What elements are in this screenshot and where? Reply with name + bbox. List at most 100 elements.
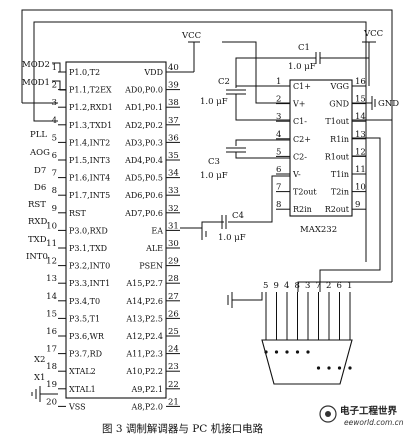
c1-value: 1.0 μF bbox=[288, 62, 316, 72]
db9-contact bbox=[348, 366, 352, 370]
c1-name: C1 bbox=[298, 43, 310, 53]
max232-pin-label: C2+ bbox=[293, 135, 311, 144]
signal-pll: PLL bbox=[30, 130, 47, 140]
mcu-pin-num: 35 bbox=[168, 151, 179, 161]
signal-rst: RST bbox=[28, 200, 46, 210]
capacitor-c1: C1 1.0 μF bbox=[235, 43, 369, 86]
db9-contact bbox=[327, 366, 331, 370]
mcu-pin-label: AD1,P0.1 bbox=[124, 103, 163, 112]
max232-pin-num: 5 bbox=[276, 147, 281, 157]
mcu-pin-num: 36 bbox=[168, 133, 179, 143]
mcu-pin-num: 30 bbox=[168, 239, 179, 249]
db9-contact bbox=[274, 350, 279, 354]
db9-pin-num: 9 bbox=[274, 281, 279, 291]
mcu-pin-num: 8 bbox=[52, 186, 57, 196]
mod1-wire bbox=[52, 80, 66, 91]
mcu-pin-label: P3.5,T1 bbox=[69, 314, 100, 323]
mcu-pin-label: AD3,P0.3 bbox=[124, 138, 163, 147]
max232-pin-num: 16 bbox=[355, 77, 366, 87]
mcu-pin-label: P1.2,RXD1 bbox=[69, 103, 113, 112]
mcu-pin-num: 15 bbox=[46, 309, 57, 319]
figure-caption: 图 3 调制解调器与 PC 机接口电路 bbox=[102, 422, 264, 435]
mcu-pin-num: 18 bbox=[46, 362, 57, 372]
max232-pin-num: 6 bbox=[276, 165, 281, 175]
mcu-pin-label: VDD bbox=[143, 68, 163, 77]
mod2-wire bbox=[52, 62, 66, 73]
watermark-text: 电子工程世界 bbox=[340, 405, 398, 417]
signal-int0: INT0 bbox=[26, 252, 48, 262]
mcu-pin-label: A12,P2.4 bbox=[125, 332, 163, 341]
max232-pin-label: R1in bbox=[330, 135, 349, 144]
capacitor-c2: C2 1.0 μF bbox=[200, 77, 290, 121]
vplus-wire bbox=[222, 41, 290, 104]
mcu-pin-num: 2 bbox=[52, 81, 57, 91]
mcu-pin-label: EA bbox=[151, 226, 163, 235]
mcu-pin-label: AD0,P0.0 bbox=[124, 86, 163, 95]
mcu-pin-label: XTAL2 bbox=[69, 367, 96, 376]
max232-vcc-symbol: VCC bbox=[362, 29, 383, 86]
mcu-pin-num: 14 bbox=[46, 292, 57, 302]
max232-pin-label: T1in bbox=[331, 170, 349, 179]
max232-name: MAX232 bbox=[300, 225, 337, 235]
max232-pin-num: 3 bbox=[276, 112, 281, 122]
tx-to-db9-wire bbox=[297, 281, 392, 292]
db9-pin-num: 2 bbox=[326, 281, 331, 291]
mcu-pin-label: A11,P2.3 bbox=[125, 350, 163, 359]
db9-pin-num: 1 bbox=[347, 281, 352, 291]
c3-name: C3 bbox=[208, 157, 220, 167]
mcu-pin-label: P3.1,TXD bbox=[69, 244, 107, 253]
mcu-pin-label: AD6,P0.6 bbox=[124, 191, 163, 200]
mcu-pin-num: 12 bbox=[46, 257, 57, 267]
mcu-pin-label: P1.5,INT3 bbox=[69, 156, 110, 165]
c4-value: 1.0 μF bbox=[218, 233, 246, 243]
mcu-pin-label: A9,P2.1 bbox=[130, 385, 163, 394]
mcu-pin-num: 10 bbox=[46, 221, 57, 231]
max232-pin-label: T2in bbox=[331, 188, 349, 197]
mcu-pin-label: A13,P2.5 bbox=[125, 314, 163, 323]
mcu-pin-label: P1.3,TXD1 bbox=[69, 121, 112, 130]
mcu-pin-label: RST bbox=[69, 209, 87, 218]
max232-pin-label: C1- bbox=[293, 117, 307, 126]
db9-pin-num: 8 bbox=[295, 281, 300, 291]
mcu-pin-label: A14,P2.6 bbox=[125, 297, 163, 306]
mcu-pin-label: P1.4,INT2 bbox=[69, 138, 110, 147]
mcu-pin-label: P3.2,INT0 bbox=[69, 262, 110, 271]
mcu-pin-num: 19 bbox=[46, 380, 57, 390]
mcu-vcc-label: VCC bbox=[181, 31, 201, 41]
max232-pin-label: T2out bbox=[293, 188, 317, 197]
c4-name: C4 bbox=[232, 211, 244, 221]
mcu-pin-num: 40 bbox=[168, 63, 179, 73]
db9-shell bbox=[261, 339, 353, 385]
signal-txd: TXD bbox=[28, 235, 47, 245]
mcu-pin-num: 27 bbox=[168, 292, 179, 302]
mcu-pin-label: A8,P2.0 bbox=[130, 402, 163, 411]
max232-pin-num: 10 bbox=[355, 183, 366, 193]
ea-wire bbox=[180, 221, 224, 229]
mcu-pin-label: XTAL1 bbox=[69, 385, 96, 394]
mcu-pin-label: P3.6,WR bbox=[69, 332, 105, 341]
mcu-pin-num: 23 bbox=[168, 362, 179, 372]
signal-d7: D7 bbox=[34, 166, 46, 176]
signal-mod1: MOD1 bbox=[22, 78, 50, 88]
max232-pin-num: 8 bbox=[276, 200, 281, 210]
mcu-pin-num: 24 bbox=[168, 345, 179, 355]
mcu-pin-num: 22 bbox=[168, 380, 179, 390]
signal-x2: X2 bbox=[34, 355, 45, 365]
max232-vcc-label: VCC bbox=[363, 29, 383, 39]
max232-pin-num: 1 bbox=[276, 77, 281, 87]
mcu-ground-symbol bbox=[31, 386, 58, 402]
max232-pin-label: GND bbox=[329, 100, 349, 109]
mcu-pin-label: P1.1,T2EX bbox=[69, 86, 112, 95]
mcu-pin-num: 13 bbox=[46, 274, 57, 284]
mcu-pin-num: 26 bbox=[168, 309, 179, 319]
mcu-pin-label: AD4,P0.4 bbox=[124, 156, 163, 165]
max232-pin-num: 13 bbox=[355, 130, 366, 140]
mcu-pin-num: 37 bbox=[168, 116, 179, 126]
mcu-pin-num: 20 bbox=[46, 397, 57, 407]
max232-pin-num: 11 bbox=[355, 165, 366, 175]
db9-contact bbox=[285, 350, 289, 354]
max232-body bbox=[289, 79, 353, 217]
mcu-pin-label: P3.0,RXD bbox=[69, 226, 108, 235]
